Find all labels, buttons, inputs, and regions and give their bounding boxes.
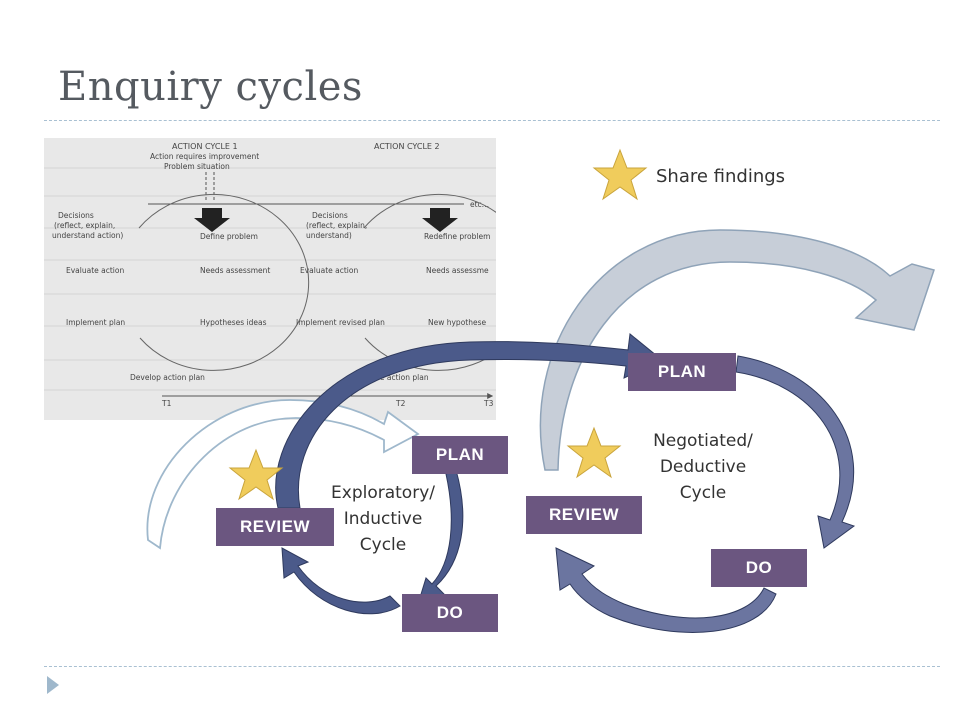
fig-t1: T1 [161, 399, 172, 408]
fig-implement1: Implement plan [66, 318, 125, 327]
star-icon [228, 448, 284, 501]
fig-cycle2-loop [363, 193, 496, 371]
fig-revise: Revise action plan [360, 373, 429, 382]
large-plan-box: PLAN [628, 353, 736, 391]
fig-t2: T2 [395, 399, 406, 408]
fig-hypotheses1: Hypotheses ideas [200, 318, 267, 327]
slide-title: Enquiry cycles [58, 64, 363, 110]
fig-etc: etc… [470, 200, 489, 209]
large-cycle-name: Negotiated/ Deductive Cycle [638, 428, 768, 506]
fig-t3: T3 [483, 399, 494, 408]
small-do-box: DO [402, 594, 498, 632]
fig-needs1: Needs assessment [200, 266, 270, 275]
share-arrow-large [539, 229, 935, 471]
large-cycle-name-line: Deductive [659, 457, 747, 477]
large-do-box: DO [711, 549, 807, 587]
fig-decisions1: Decisions [58, 211, 94, 220]
fig-hypotheses2: New hypothese [428, 318, 486, 327]
share-findings-label: Share findings [656, 166, 786, 187]
small-cycle-name: Exploratory/ Inductive Cycle [318, 480, 448, 558]
fig-cycle1-sub2: Problem situation [164, 162, 230, 171]
fig-decisions2: (reflect, explain, [306, 221, 367, 230]
fig-down-arrow-icon [422, 208, 458, 232]
bullet-arrow-icon [47, 676, 59, 694]
small-cycle-name-line: Cycle [359, 535, 407, 555]
fig-cycle2-heading: ACTION CYCLE 2 [374, 142, 440, 151]
fig-cycle1-heading: ACTION CYCLE 1 [172, 142, 238, 151]
fig-define-problem: Define problem [200, 232, 258, 241]
footer-divider [44, 666, 940, 667]
fig-evaluate1: Evaluate action [66, 266, 124, 275]
small-cycle-name-line: Inductive [343, 509, 423, 529]
arrow-small-do-to-review [281, 547, 401, 615]
arrow-large-do-to-review [555, 547, 777, 633]
fig-needs2: Needs assessme [426, 266, 489, 275]
action-research-figure: ACTION CYCLE 1 Action requires improveme… [44, 138, 496, 420]
arrow-large-plan-to-do [735, 355, 856, 549]
fig-implement2: Implement revised plan [296, 318, 385, 327]
large-review-box: REVIEW [526, 496, 642, 534]
fig-develop: Develop action plan [130, 373, 205, 382]
large-cycle-name-line: Cycle [679, 483, 727, 503]
star-icon [566, 426, 622, 479]
large-cycle-name-line: Negotiated/ [653, 431, 753, 451]
fig-evaluate2: Evaluate action [300, 266, 358, 275]
small-plan-box: PLAN [412, 436, 508, 474]
fig-decisions2: Decisions [312, 211, 348, 220]
title-divider [44, 120, 940, 121]
small-review-box: REVIEW [216, 508, 334, 546]
fig-cycle1-sub1: Action requires improvement [150, 152, 259, 161]
fig-cycle1-loop [138, 193, 310, 371]
fig-redefine-problem: Redefine problem [424, 232, 490, 241]
small-cycle-name-line: Exploratory/ [331, 483, 435, 503]
fig-decisions2: understand) [306, 231, 352, 240]
fig-decisions1: (reflect, explain, [54, 221, 115, 230]
fig-down-arrow-icon [194, 208, 230, 232]
star-icon [592, 148, 648, 201]
fig-decisions1: understand action) [52, 231, 123, 240]
share-arrow-small [146, 399, 420, 550]
